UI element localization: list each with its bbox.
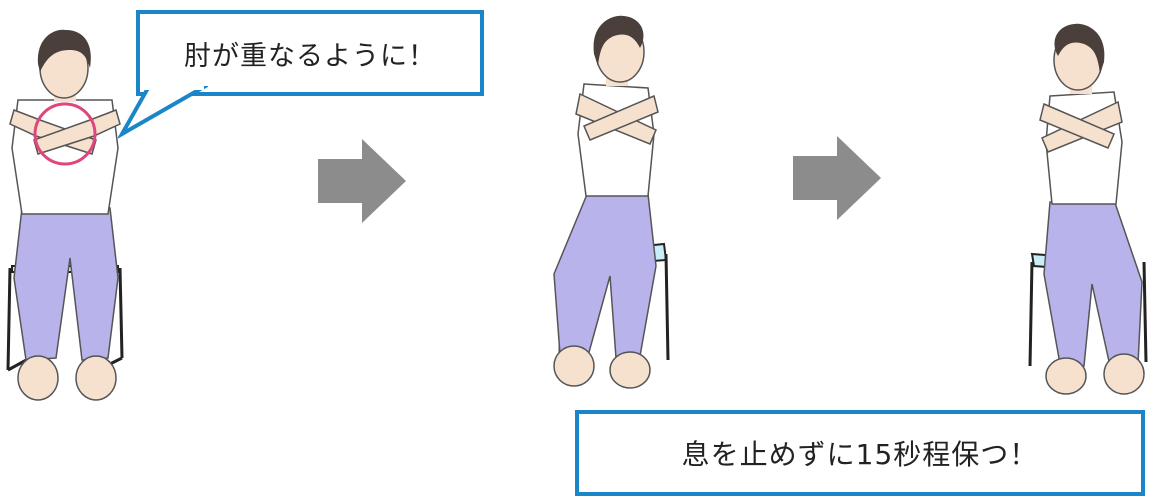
pants	[13, 207, 119, 361]
callout-bottom-text: 息を止めずに15秒程保つ！	[681, 438, 1039, 471]
callout-elbows-overlap: 肘が重なるように！	[136, 10, 484, 96]
figure-rotated-right	[544, 14, 680, 390]
feet	[553, 345, 651, 389]
head	[37, 29, 91, 102]
callout-top-text: 肘が重なるように！	[184, 40, 436, 72]
crossed-arms	[1039, 100, 1123, 153]
callout-hold-breath: 息を止めずに15秒程保つ！	[575, 410, 1145, 496]
right-arrow-icon	[793, 136, 881, 220]
pants	[553, 191, 657, 359]
highlight-circle	[33, 102, 97, 166]
crossed-arms	[575, 92, 659, 145]
right-arrow-icon	[318, 139, 406, 223]
pants	[1043, 199, 1143, 367]
feet	[1045, 353, 1145, 395]
feet	[17, 355, 117, 401]
callout-tail	[118, 84, 208, 139]
head	[1053, 23, 1105, 94]
head	[593, 15, 645, 86]
figure-rotated-left	[1022, 22, 1152, 400]
figure-front-facing	[0, 28, 130, 406]
